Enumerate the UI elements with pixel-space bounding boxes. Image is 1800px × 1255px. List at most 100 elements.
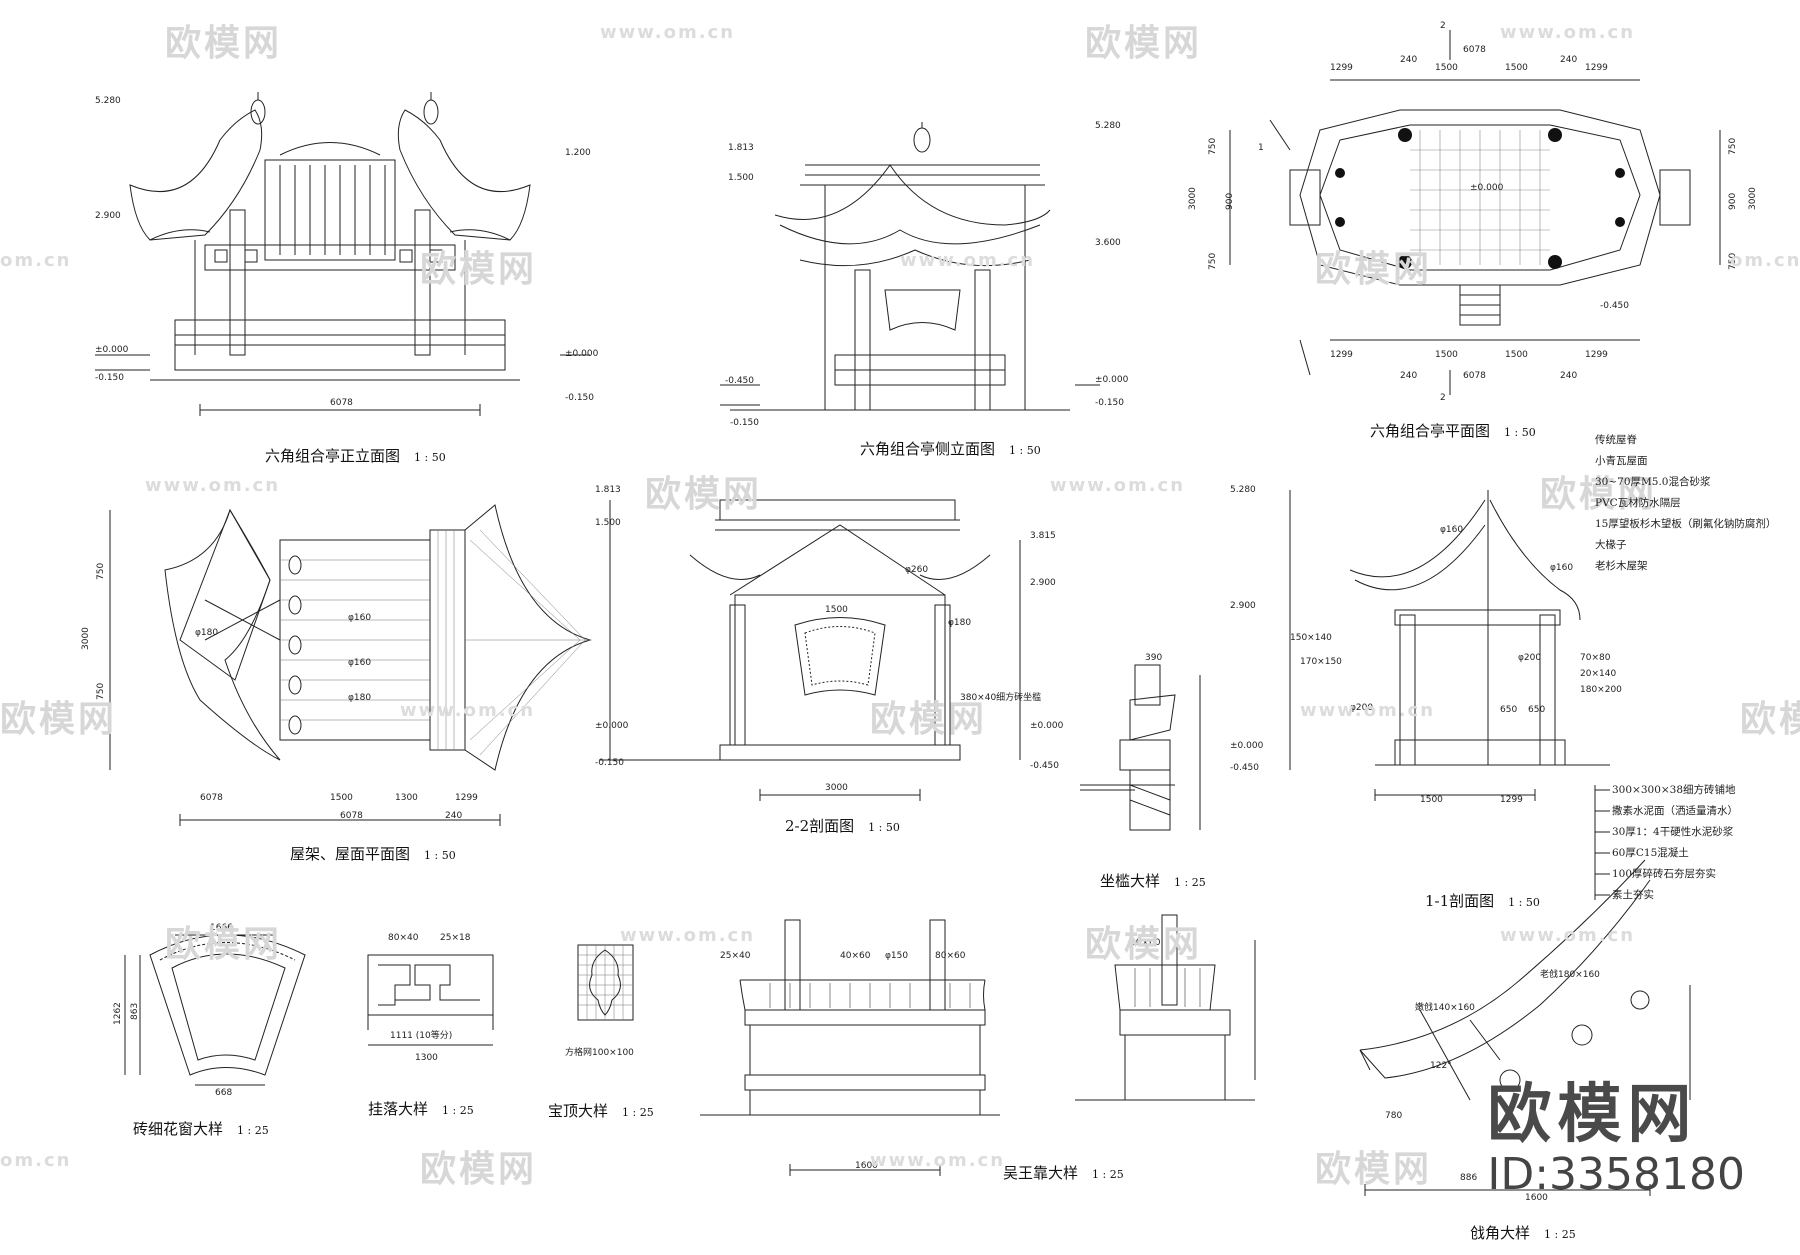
- dim-side-5280: 5.280: [1095, 121, 1121, 131]
- dim-front-zero: ±0.000: [95, 345, 129, 355]
- watermark-url-11: www.om.cn: [1500, 925, 1636, 946]
- watermark-brand-4: 欧模网: [1315, 249, 1433, 290]
- dim-hang-1300: 1300: [415, 1053, 438, 1063]
- dim-roof-750-a: 750: [96, 563, 106, 580]
- dim-plan-750-a: 750: [1208, 138, 1218, 155]
- dim-s11-p200-l: φ200: [1350, 703, 1373, 713]
- dimension-labels: 6078 5.280 1.200 2.900 ±0.000 -0.150 ±0.…: [81, 21, 1758, 1203]
- dim-s22-1813: 1.813: [595, 485, 621, 495]
- dim-front-zero-r: ±0.000: [565, 349, 599, 359]
- dim-finial-grid: 方格网100×100: [565, 1046, 634, 1058]
- watermark-url-6: www.om.cn: [145, 475, 281, 496]
- dim-bench-40x60: 40×60: [840, 951, 871, 961]
- dim-front-minus-r: -0.150: [565, 393, 594, 403]
- dim-roof-1299: 1299: [455, 793, 478, 803]
- dim-s11-1299: 1299: [1500, 795, 1523, 805]
- dim-plan-sec2-top: 2: [1440, 21, 1446, 31]
- plan-drawing: [1229, 30, 1721, 395]
- watermark-brand-12: 欧模网: [420, 1149, 538, 1190]
- dim-eave-angle: 122°: [1430, 1061, 1452, 1071]
- dim-front-1200: 1.200: [565, 148, 591, 158]
- dim-front-2900: 2.900: [95, 211, 121, 221]
- dim-s22-1500: 1.500: [595, 518, 621, 528]
- dim-window-668: 668: [215, 1088, 232, 1098]
- dim-s11-zero: ±0.000: [1230, 741, 1264, 751]
- dim-s22-p260: φ260: [905, 565, 928, 575]
- watermark-brand-13: 欧模网: [1315, 1149, 1433, 1190]
- watermark-url-7: www.om.cn: [1050, 475, 1186, 496]
- dim-plan-1500-a: 1500: [1435, 63, 1458, 73]
- dim-plan-1299-a: 1299: [1330, 63, 1353, 73]
- watermark-brand-1: 欧模网: [165, 23, 283, 64]
- dim-roof-240: 240: [445, 811, 462, 821]
- corner-brand-block: 欧模网 ID:3358180: [1487, 1063, 1745, 1200]
- dim-s22-minus-r: -0.450: [1030, 761, 1059, 771]
- watermark-url-12: om.cn: [0, 1150, 72, 1171]
- dim-roof-3000: 3000: [81, 627, 91, 650]
- dim-eave-young-rafter: 嫩戗140×160: [1415, 1001, 1475, 1013]
- dim-bench-80x60: 80×60: [935, 951, 966, 961]
- dim-plan-750-d: 750: [1728, 253, 1738, 270]
- dim-plan-1500-b: 1500: [1505, 63, 1528, 73]
- dim-seat-380: 390: [1145, 653, 1162, 663]
- dim-s11-650-a: 650: [1500, 705, 1517, 715]
- dim-s22-seat: 380×40细方砖坐槛: [960, 691, 1041, 703]
- eave-corner-drawing: [1359, 859, 1691, 1196]
- dim-roof-750-b: 750: [96, 683, 106, 700]
- dim-plan-3000-l: 3000: [1188, 187, 1198, 210]
- dim-plan-1299-c: 1299: [1330, 350, 1353, 360]
- watermark-url-9: www.om.cn: [1300, 700, 1436, 721]
- corner-brand: 欧模网: [1487, 1078, 1698, 1152]
- dim-hang-25x18: 25×18: [440, 933, 471, 943]
- roof-plan-drawing: [109, 504, 592, 826]
- section-1-1-drawing: [1289, 490, 1610, 900]
- dim-plan-1299-b: 1299: [1585, 63, 1608, 73]
- side-elevation-drawing: [720, 122, 1100, 411]
- watermark-url-1: www.om.cn: [600, 22, 736, 43]
- section-2-2-drawing: [600, 499, 1021, 801]
- seat-detail-drawing: [1080, 664, 1201, 831]
- dim-front-minus: -0.150: [95, 373, 124, 383]
- dim-plan-240-b: 240: [1560, 55, 1577, 65]
- dim-s11-p160-r: φ160: [1550, 563, 1573, 573]
- dim-s11-1500: 1500: [1420, 795, 1443, 805]
- dim-eave-780: 780: [1385, 1111, 1402, 1121]
- dim-s22-3815: 3.815: [1030, 531, 1056, 541]
- watermark-brand-2: 欧模网: [1085, 23, 1203, 64]
- dim-roof-p180-l: φ180: [195, 628, 218, 638]
- dim-s11-20x140: 20×140: [1580, 669, 1616, 679]
- finial-drawing: [577, 944, 634, 1021]
- dim-s11-2900: 2.900: [1230, 601, 1256, 611]
- dim-roof-1500: 1500: [330, 793, 353, 803]
- window-detail-drawing: [124, 934, 306, 1086]
- dim-hang-80x40: 80×40: [388, 933, 419, 943]
- dim-plan-240-c: 240: [1400, 371, 1417, 381]
- dim-hang-1111: 1111 (10等分): [390, 1029, 452, 1041]
- dim-side-1500: 1.500: [728, 173, 754, 183]
- dim-plan-750-c: 750: [1728, 138, 1738, 155]
- dim-s11-170x150: 170×150: [1300, 657, 1342, 667]
- model-id: ID:3358180: [1487, 1149, 1745, 1200]
- watermark-url-2: www.om.cn: [1500, 22, 1636, 43]
- dim-window-1262: 1262: [113, 1002, 123, 1025]
- watermark-brand-7: 欧模网: [0, 699, 118, 740]
- watermark-url-10: www.om.cn: [620, 925, 756, 946]
- front-elevation-drawing: [95, 92, 590, 416]
- dim-plan-width-top: 6078: [1463, 45, 1486, 55]
- watermark-url-5: om.cn: [1730, 250, 1800, 271]
- watermark-brand-11: 欧模网: [1085, 924, 1203, 965]
- dim-bench-25x40: 25×40: [720, 951, 751, 961]
- dim-side-minus: -0.450: [725, 376, 754, 386]
- dim-plan-zero: ±0.000: [1470, 183, 1504, 193]
- dim-plan-sec1: 1: [1258, 143, 1264, 153]
- dim-roof-width: 6078: [200, 793, 223, 803]
- dim-s22-minus: -0.150: [595, 758, 624, 768]
- dim-eave-1600: 1600: [1525, 1193, 1548, 1203]
